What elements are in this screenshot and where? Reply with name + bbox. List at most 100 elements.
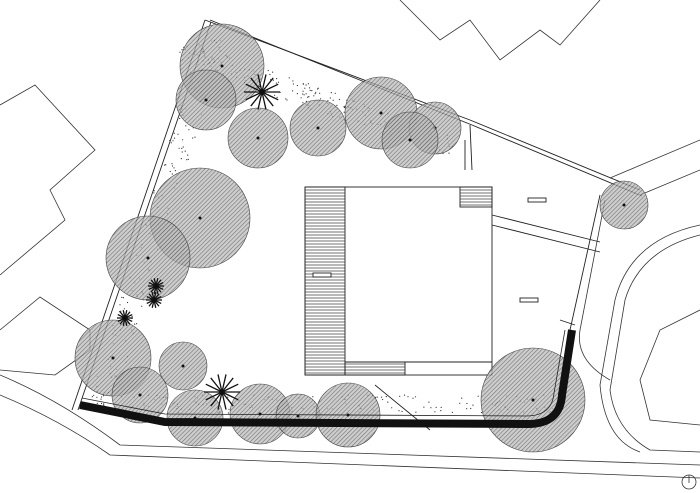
gravel-dot [292, 83, 294, 85]
gravel-dot [227, 412, 229, 414]
gravel-dot [184, 150, 186, 152]
gravel-dot [376, 396, 378, 398]
gravel-dot [320, 98, 322, 100]
gravel-dot [382, 398, 384, 401]
tree-trunk [146, 256, 150, 260]
gravel-dot [415, 411, 417, 413]
gravel-dot [459, 402, 461, 404]
tree-trunk [181, 364, 185, 368]
gravel-dot [274, 94, 276, 96]
gravel-dot [187, 154, 189, 156]
gravel-dot [398, 410, 400, 412]
gravel-dot [461, 397, 463, 399]
gravel-dot [275, 82, 277, 84]
gravel-dot [380, 396, 383, 398]
gravel-dot [178, 147, 180, 149]
gravel-dot [269, 73, 271, 76]
gravel-dot [480, 411, 483, 414]
gravel-dot [305, 93, 307, 95]
gravel-dot [451, 411, 453, 413]
tree-trunk [204, 98, 208, 102]
gravel-dot [311, 90, 313, 92]
palm-symbol [204, 374, 240, 410]
gravel-dot [126, 301, 129, 304]
gravel-dot [407, 396, 409, 398]
gravel-dot [185, 125, 187, 127]
gravel-dot [134, 323, 136, 325]
gravel-dot [96, 402, 98, 404]
gravel-dot [103, 404, 105, 406]
gravel-dot [153, 192, 155, 194]
gravel-dot [296, 84, 298, 87]
gravel-dot [91, 396, 93, 398]
gravel-dot [385, 396, 387, 398]
gravel-dot [470, 407, 472, 410]
tree-trunk [198, 216, 202, 220]
gravel-dot [180, 158, 182, 160]
tree-trunk [531, 398, 535, 402]
gravel-dot [302, 83, 305, 85]
gravel-dot [173, 132, 175, 134]
gravel-dot [177, 133, 179, 135]
gravel-dot [103, 395, 105, 397]
tree-trunk [316, 126, 320, 130]
gravel-dot [272, 79, 274, 81]
gravel-dot [387, 401, 389, 403]
gravel-dot [304, 87, 306, 89]
gravel-dot [303, 94, 305, 96]
terrace-element-2 [519, 297, 539, 303]
tree-trunk [220, 64, 224, 68]
gravel-dot [101, 396, 103, 398]
gravel-dot [123, 308, 125, 310]
gravel-dot [314, 93, 316, 95]
tree-trunk [111, 356, 115, 360]
gravel-dot [428, 401, 430, 403]
gravel-dot [276, 78, 278, 80]
palm-symbol [117, 310, 133, 326]
gravel-dot [442, 152, 444, 155]
gravel-dot [179, 51, 181, 53]
gravel-dot [296, 93, 298, 95]
gravel-dot [153, 190, 155, 192]
gravel-dot [277, 81, 280, 83]
gravel-dot [173, 167, 175, 169]
gravel-dot [302, 102, 304, 104]
gravel-dot [181, 147, 183, 149]
gravel-dot [401, 410, 403, 413]
entrance-steps [344, 361, 406, 376]
gravel-dot [338, 98, 340, 101]
gravel-dot [477, 395, 479, 397]
gravel-dot [181, 151, 183, 153]
tree-trunk [258, 412, 262, 416]
gravel-dot [96, 396, 98, 398]
gravel-dot [286, 99, 288, 101]
gravel-dot [302, 90, 304, 92]
tree-trunk [379, 111, 383, 115]
gravel-dot [309, 89, 311, 91]
gravel-dot [103, 403, 105, 405]
gravel-dot [448, 152, 450, 154]
gravel-dot [440, 406, 442, 408]
gravel-dot [194, 136, 196, 138]
gravel-dot [267, 69, 269, 72]
gravel-dot [466, 408, 468, 410]
gravel-dot [93, 394, 95, 396]
gravel-dot [192, 137, 194, 139]
gravel-dot [227, 396, 229, 398]
main-building [304, 186, 547, 376]
gravel-dot [174, 170, 177, 172]
gravel-dot [308, 96, 310, 98]
gravel-dot [307, 96, 309, 98]
gravel-dot [164, 164, 166, 166]
gravel-dot [179, 117, 181, 120]
gravel-dot [173, 137, 176, 139]
gravel-dot [171, 173, 173, 175]
gravel-dot [292, 90, 294, 92]
gravel-dot [187, 158, 189, 160]
gravel-dot [319, 92, 321, 94]
gravel-dot [141, 305, 143, 307]
gravel-dot [435, 406, 437, 408]
palm-symbol [244, 74, 280, 110]
gravel-dot [423, 406, 425, 408]
gravel-dot [329, 97, 331, 99]
